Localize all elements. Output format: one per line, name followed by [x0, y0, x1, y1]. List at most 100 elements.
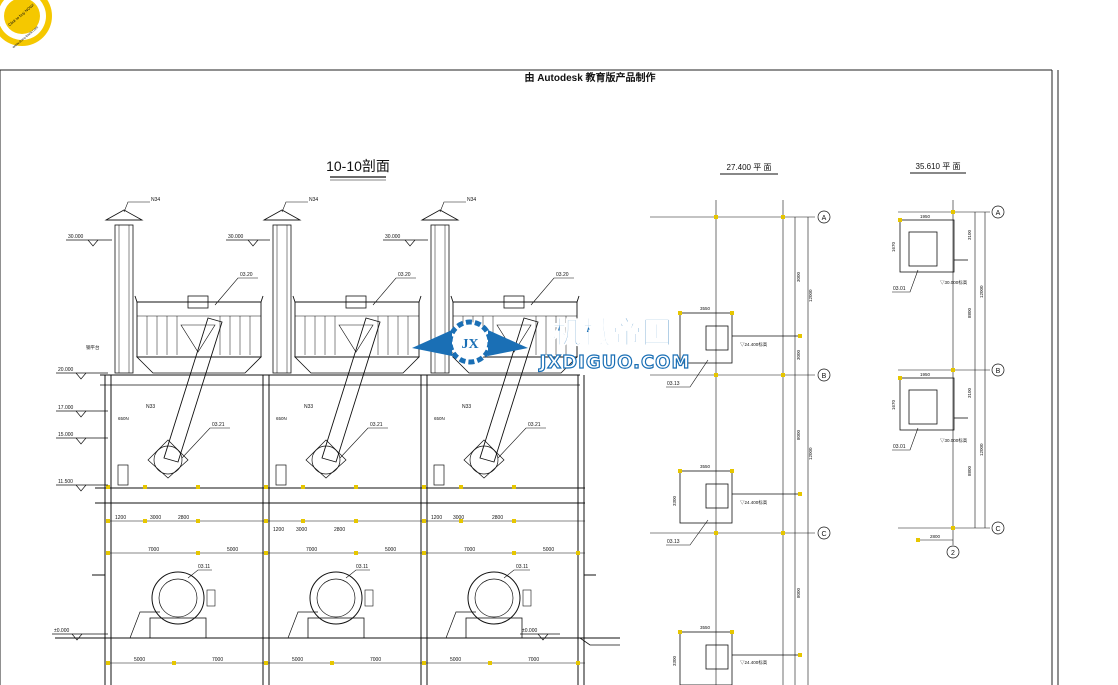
dimension-ticks [106, 485, 580, 665]
section-view: 10-10剖面 [52, 158, 620, 685]
plan-35610-level-1: ▽30.000标高 [940, 279, 968, 286]
plan-27400-axisdim-1: 3000 [796, 271, 801, 282]
plan-27400-axisdim-3: 8000 [796, 587, 801, 598]
label-0311-1: 03.11 [198, 564, 210, 570]
dim-mid-3: 7000 [306, 547, 317, 553]
dim-bot-2: 7000 [212, 657, 223, 663]
dim-mid-2: 5000 [227, 547, 238, 553]
label-0320-3: 03.20 [556, 272, 569, 278]
label-n34-1: N34 [151, 197, 160, 203]
label-650n-1: 650N [118, 416, 129, 421]
wing-left-icon [412, 330, 452, 356]
bay-2 [262, 209, 422, 639]
level-0000-right: ±0.000 [522, 628, 537, 634]
dim-mid-6: 5000 [543, 547, 554, 553]
axis-c-35610: C [995, 526, 1000, 533]
dim-upper-9: 2800 [492, 515, 503, 521]
label-0311-2: 03.11 [356, 564, 368, 570]
dimension-lines [108, 520, 585, 664]
label-n34-2: N34 [309, 197, 318, 203]
plan-35610-label-1: 03.01 [893, 286, 906, 292]
dim-mid-5: 7000 [464, 547, 475, 553]
dim-bot-5: 5000 [450, 657, 461, 663]
level-11500: 11.500 [58, 479, 73, 485]
plan-35610-level-2: ▽30.000标高 [940, 437, 968, 444]
axis-c-27400: C [821, 531, 826, 538]
label-0311-3: 03.11 [516, 564, 528, 570]
ground-ramp [579, 637, 620, 646]
label-0320-2: 03.20 [398, 272, 411, 278]
plan-35610-label-2: 03.01 [893, 444, 906, 450]
dim-upper-4: 1200 [273, 527, 284, 533]
plan-27400-dim-w-1: 3550 [700, 306, 711, 311]
plan-35610-dim-3: 8800 [967, 307, 972, 318]
bay-1 [104, 209, 264, 639]
plan-27400-level-3: ▽24.400标高 [740, 659, 768, 666]
plan-27400: 27.400 平 面 A B C [650, 163, 831, 685]
label-n33-1: N33 [146, 404, 155, 410]
buy-now-stamp[interactable]: Click to buy NOW! www.docu-track.com [0, 0, 60, 48]
logo-cn: 机械帝国 [552, 316, 672, 351]
level-30000-b: 30.000 [228, 234, 244, 240]
side-note-1: 钢平台 [86, 344, 100, 351]
plan-35610-dim-2: 3100 [967, 229, 972, 240]
building-columns [92, 375, 596, 685]
axis-b-27400: B [822, 373, 827, 380]
dim-upper-8: 3000 [453, 515, 464, 521]
level-0000-left: ±0.000 [54, 628, 69, 634]
plan-27400-axisdim-2: 8000 [796, 429, 801, 440]
plan-35610-dim-4: 1950 [920, 372, 931, 377]
dim-upper-7: 1200 [431, 515, 442, 521]
dim-upper-5: 3000 [296, 527, 307, 533]
dim-mid-4: 5000 [385, 547, 396, 553]
plan-27400-level-2: ▽24.400标高 [740, 499, 768, 506]
plan-27400-label-1: 03.13 [667, 381, 680, 387]
dim-upper-2: 3000 [150, 515, 161, 521]
plan-27400-equipment [679, 312, 800, 685]
leader-lines [123, 201, 574, 579]
plan-35610-total-2: 12000 [979, 443, 984, 456]
plan-27400-leader-1 [666, 359, 709, 388]
dim-bot-1: 5000 [134, 657, 145, 663]
plan-27400-dim-w-3: 3550 [700, 625, 711, 630]
plan-27400-total-2: 12000 [808, 447, 813, 460]
plan-27400-axisdim-4: 3000 [796, 349, 801, 360]
plan-27400-label-2: 03.13 [667, 539, 680, 545]
axis-bubbles-35610 [946, 205, 1005, 559]
plan-35610-dim-1: 1950 [920, 214, 931, 219]
label-n33-2: N33 [304, 404, 313, 410]
plan-27400-dim-h-1: 3300 [672, 495, 677, 506]
axis-a-35610: A [996, 210, 1001, 217]
plan-27400-title: 27.400 平 面 [727, 163, 772, 172]
wing-right-icon [488, 330, 528, 356]
plan-35610-side-1: 1670 [891, 241, 896, 252]
dim-upper-3: 2800 [178, 515, 189, 521]
logo-en: JXDIGUO.COM [538, 352, 691, 373]
plan-27400-dim-h-2: 3300 [672, 655, 677, 666]
level-markers [52, 239, 560, 641]
label-650n-3: 650N [434, 416, 445, 421]
dim-bot-3: 5000 [292, 657, 303, 663]
plan-35610-side-2: 1670 [891, 399, 896, 410]
plan-35610-leader-1 [892, 269, 919, 293]
label-0321-2: 03.21 [370, 422, 383, 428]
section-title: 10-10剖面 [326, 158, 390, 174]
dim-bot-4: 7000 [370, 657, 381, 663]
dimension-texts: 1200 3000 2800 1200 3000 2800 1200 3000 … [115, 515, 554, 663]
plan-35610-dim-7: 2800 [930, 534, 941, 539]
plan-35610-total-1: 12000 [979, 285, 984, 298]
plan-35610: 35.610 平 面 A B C 2 [891, 162, 1005, 559]
plan-35610-dim-6: 8800 [967, 465, 972, 476]
label-n34-3: N34 [467, 197, 476, 203]
axis-bubbles-27400 [817, 210, 831, 540]
axis-a-27400: A [822, 215, 827, 222]
plan-27400-leader-2 [666, 519, 709, 546]
plan-35610-title: 35.610 平 面 [916, 162, 961, 171]
label-650n-2: 650N [276, 416, 287, 421]
label-0321-3: 03.21 [528, 422, 541, 428]
plan-27400-total-1: 12000 [808, 289, 813, 302]
level-30000-c: 30.000 [385, 234, 401, 240]
column-2-35610: 2 [951, 550, 955, 557]
plan-35610-equipment [899, 219, 968, 431]
